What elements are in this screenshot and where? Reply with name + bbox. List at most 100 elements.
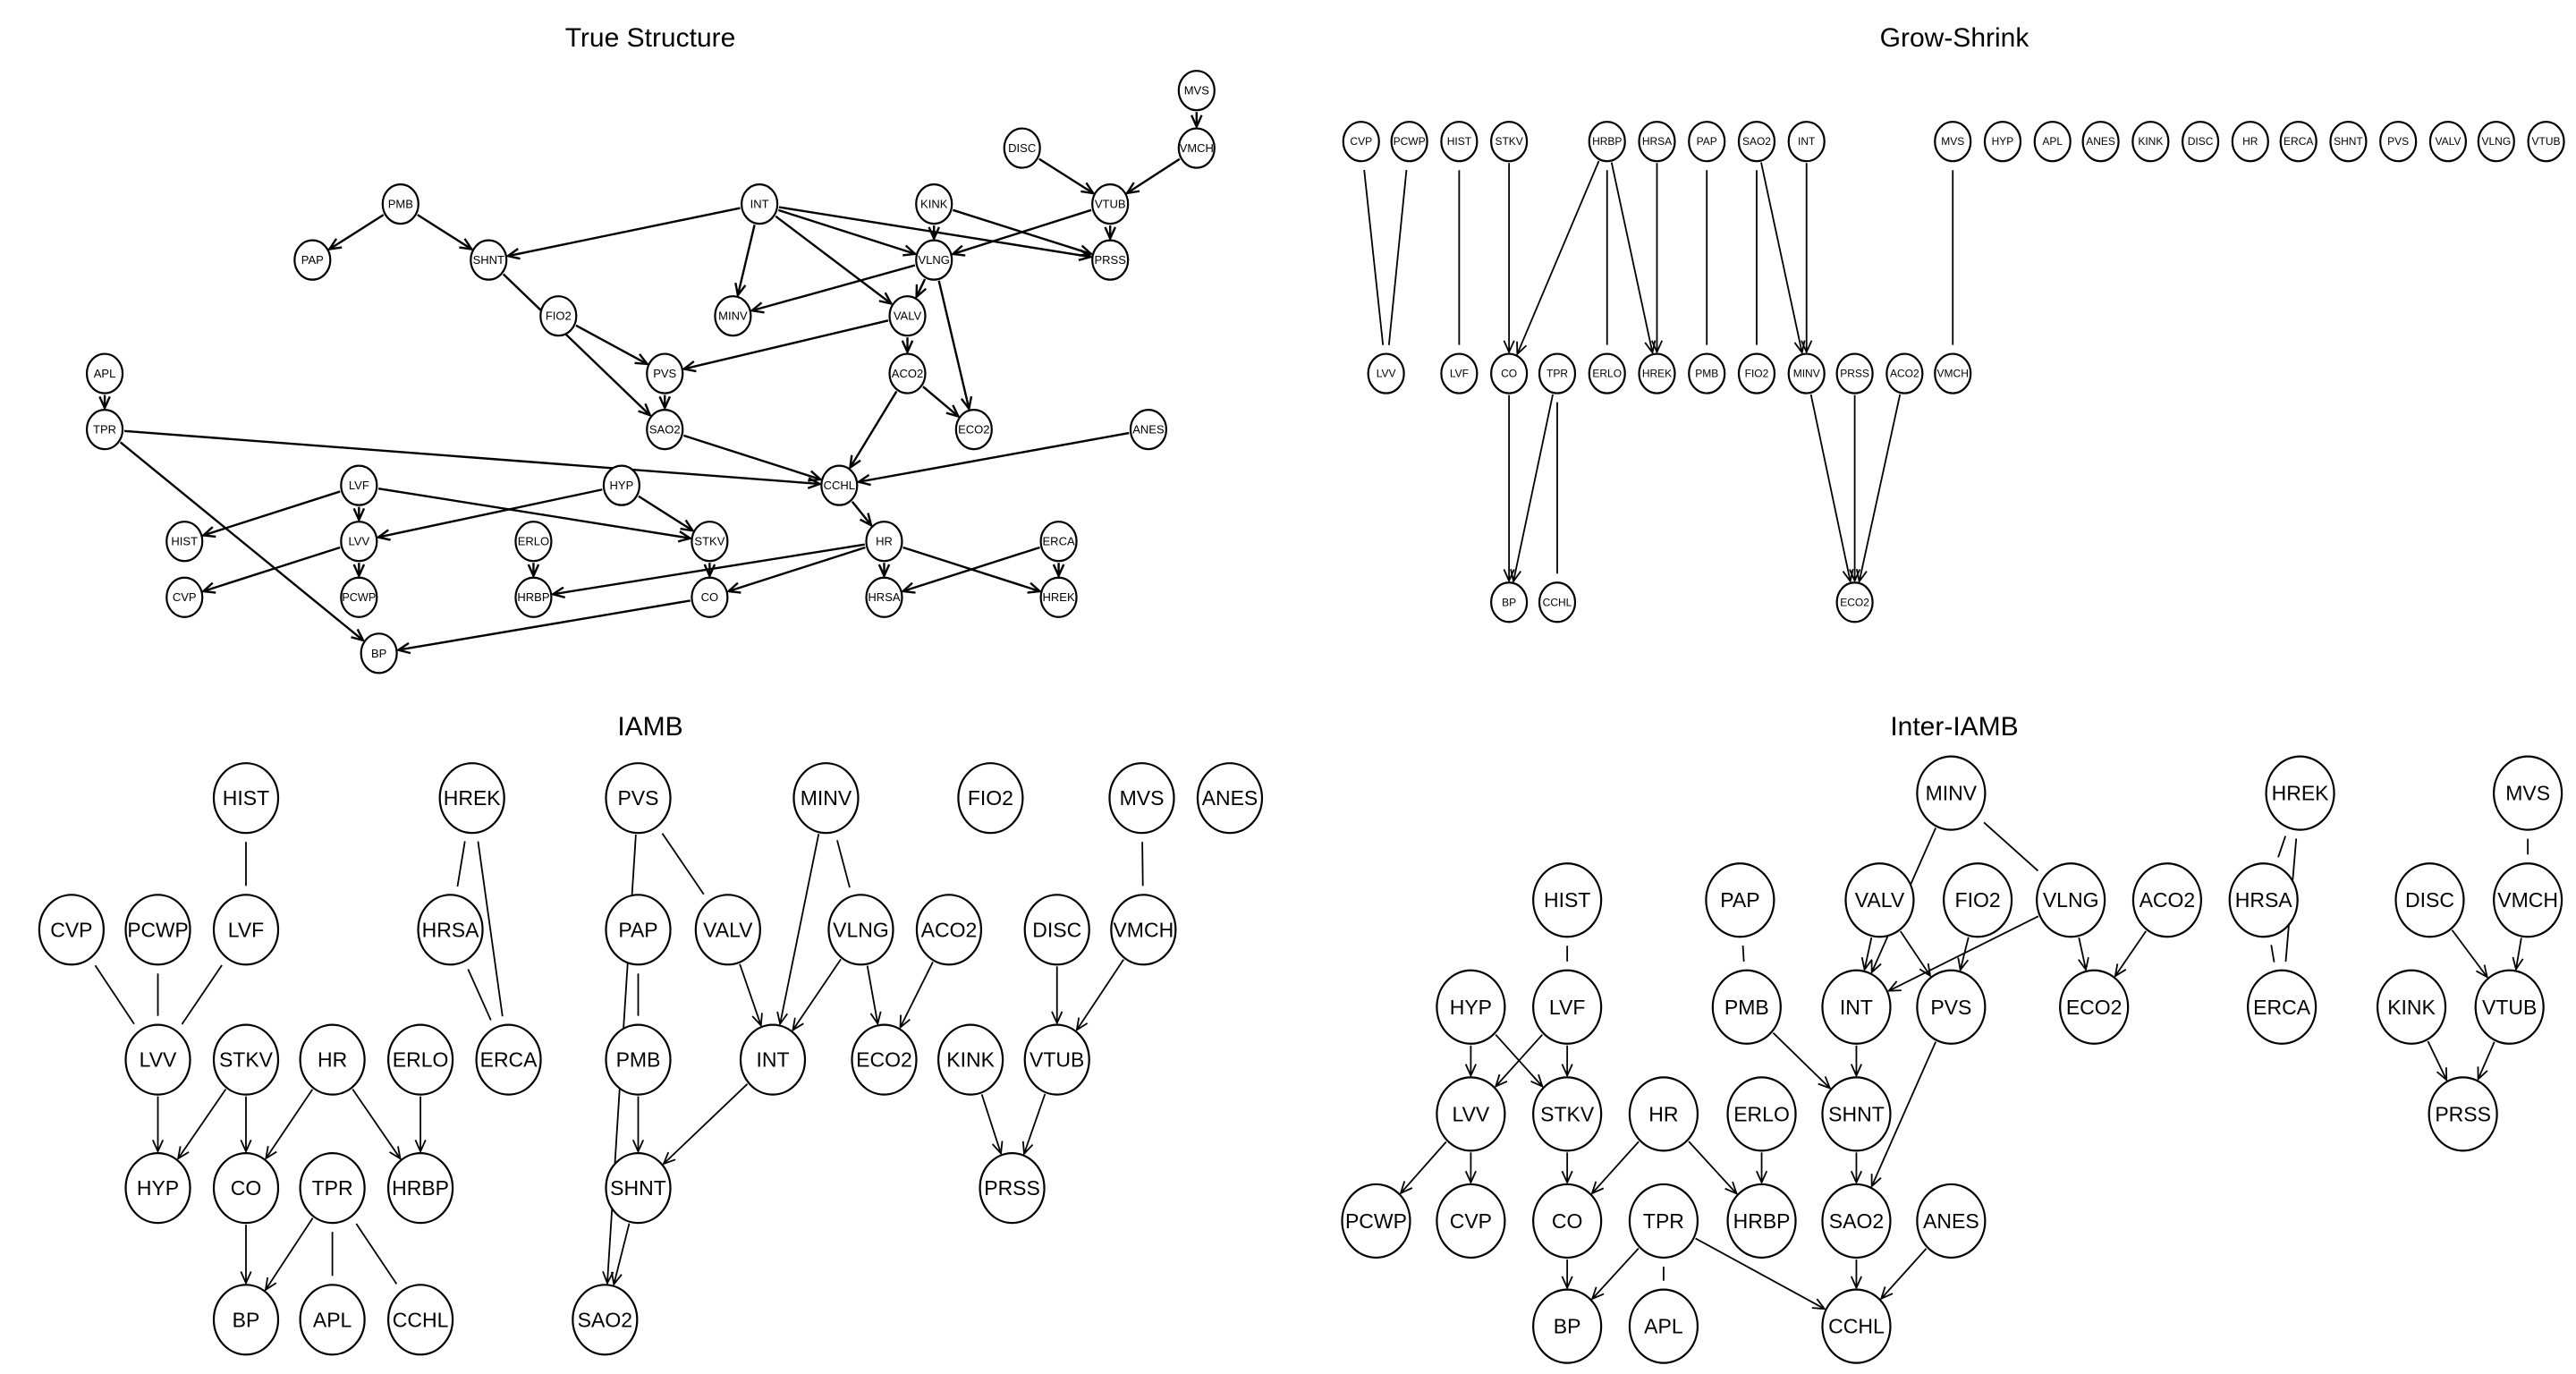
node-label: HYP — [137, 1176, 179, 1200]
node-label: HRSA — [868, 590, 900, 604]
node-label: CO — [1552, 1209, 1583, 1233]
arrowhead-icon — [1879, 1286, 1894, 1301]
node-ellipse — [2329, 121, 2368, 163]
edge-stkv-hyp — [176, 1089, 227, 1161]
node-label: ACO2 — [921, 918, 978, 941]
node-ellipse — [340, 576, 378, 618]
node-label: CVP — [50, 918, 92, 941]
node-ellipse — [1091, 183, 1130, 225]
node-pvs: PVS — [605, 762, 672, 835]
node-mvs: MVS — [1934, 121, 1972, 163]
node-stkv: STKV — [1490, 121, 1529, 163]
arrowhead-icon — [1650, 340, 1664, 354]
node-label: VALV — [1855, 888, 1905, 912]
node-ellipse — [1726, 1183, 1797, 1260]
edge-hr-co — [265, 1089, 314, 1160]
node-apl: APL — [1628, 1288, 1699, 1364]
node-pap: PAP — [1688, 121, 1726, 163]
node-label: TPR — [1546, 368, 1568, 380]
node-label: VALV — [2435, 135, 2461, 148]
node-label: VTUB — [2482, 996, 2537, 1019]
node-label: LVF — [1450, 368, 1469, 380]
node-label: CCHL — [393, 1308, 449, 1331]
node-hist: HIST — [1532, 862, 1603, 938]
edge-cvp-lvv — [1363, 169, 1385, 345]
node-ellipse — [691, 576, 729, 618]
node-label: HR — [2242, 135, 2258, 148]
node-label: VTUB — [1095, 198, 1126, 211]
node-erca: ERCA — [475, 1023, 542, 1096]
arrowhead-icon — [1850, 1276, 1862, 1290]
edge-apl-tpr — [98, 394, 111, 411]
arrowhead-icon — [459, 238, 474, 251]
node-hrbp: HRBP — [1726, 1183, 1797, 1260]
edge-pap-pmb — [1741, 946, 1745, 962]
node-label: DISC — [1032, 918, 1081, 941]
node-disc: DISC — [1003, 127, 1041, 169]
node-ellipse — [340, 464, 378, 506]
node-minv: MINV — [792, 762, 860, 835]
node-hrek: HREK — [1039, 576, 1078, 618]
node-pmb: PMB — [1688, 352, 1726, 394]
panel-title: Grow-Shrink — [1880, 23, 2030, 53]
node-erlo: ERLO — [1588, 352, 1626, 394]
node-minv: MINV — [1916, 755, 1987, 831]
node-label: MINV — [1926, 782, 1978, 805]
node-ellipse — [1436, 1076, 1506, 1152]
arrowhead-icon — [2114, 963, 2127, 978]
node-hist: HIST — [1440, 121, 1479, 163]
arrowhead-icon — [751, 1013, 763, 1028]
edge-vtub-vlng — [950, 208, 1092, 257]
edge-int-shnt — [505, 207, 741, 260]
node-ellipse — [1341, 1183, 1411, 1260]
node-ellipse — [1532, 1288, 1603, 1364]
node-ellipse — [1039, 521, 1078, 563]
node-ellipse — [381, 183, 419, 225]
node-label: INT — [1798, 135, 1816, 148]
edge-valv-int — [739, 963, 763, 1028]
node-ellipse — [2477, 121, 2515, 163]
node-label: APL — [2042, 135, 2063, 148]
edge-int-shnt — [662, 1083, 749, 1166]
edge-vtub-prss — [1021, 1093, 1046, 1156]
node-label: CCHL — [1543, 596, 1572, 608]
edge-aco2-eco2 — [2114, 930, 2147, 978]
node-tpr: TPR — [1628, 1183, 1699, 1260]
node-hrsa: HRSA — [417, 894, 484, 966]
arrowhead-icon — [1850, 1064, 1862, 1078]
node-eco2: ECO2 — [1835, 581, 1874, 623]
node-ellipse — [2493, 755, 2563, 831]
node-label: DISC — [2405, 888, 2454, 912]
node-label: PAP — [1720, 888, 1759, 912]
arrowhead-icon — [681, 360, 697, 373]
node-label: PRSS — [1840, 368, 1869, 380]
node-erlo: ERLO — [1726, 1076, 1797, 1152]
node-label: HYP — [610, 479, 634, 492]
edge-vlng-int — [792, 958, 842, 1032]
edge-stkv-co — [1561, 1152, 1573, 1185]
node-label: CVP — [1350, 135, 1372, 148]
node-label: VLNG — [919, 253, 950, 267]
node-int: INT — [1787, 121, 1826, 163]
edge-aco2-eco2 — [1855, 394, 1902, 584]
node-hrek: HREK — [1638, 352, 1676, 394]
node-ellipse — [1532, 1076, 1603, 1152]
node-anes: ANES — [1129, 409, 1168, 451]
arrowhead-icon — [634, 353, 650, 366]
edge-shnt-sao2 — [611, 1223, 631, 1286]
arrowhead-icon — [505, 248, 521, 260]
node-label: HREK — [444, 786, 502, 810]
edge-int-vlng — [777, 208, 918, 257]
arrowhead-icon — [1590, 1286, 1605, 1301]
node-ellipse — [212, 1284, 280, 1356]
arrowhead-icon — [877, 564, 891, 579]
edge-valv-pvs — [681, 319, 889, 373]
node-ellipse — [2379, 121, 2418, 163]
arrowhead-icon — [265, 1146, 277, 1160]
node-ellipse — [1440, 121, 1479, 163]
node-valv: VALV — [694, 894, 761, 966]
arrowhead-icon — [960, 395, 973, 411]
node-ellipse — [1844, 862, 1915, 938]
